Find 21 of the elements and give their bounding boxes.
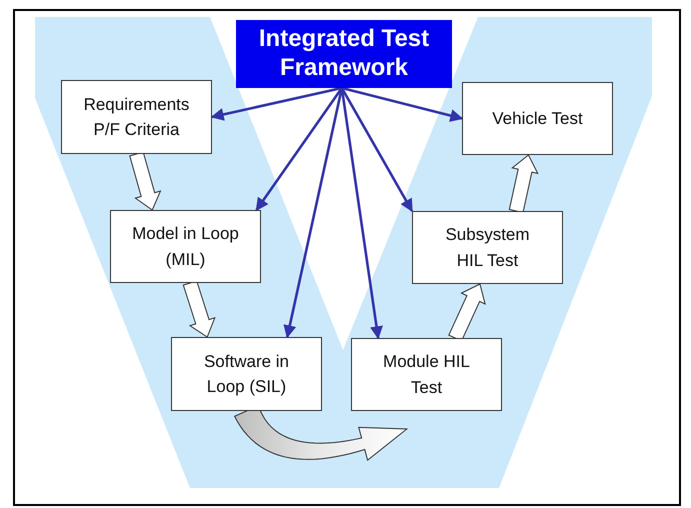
arrow xyxy=(255,87,343,212)
step-label: Subsystem HIL Test xyxy=(444,224,531,272)
process-box xyxy=(462,82,613,155)
step-label: Module HIL Test xyxy=(382,351,471,398)
step-label: Software in Loop (SIL) xyxy=(202,350,290,398)
block-arrow xyxy=(182,280,216,338)
process-box xyxy=(61,80,212,154)
arrow xyxy=(342,86,464,122)
arrow xyxy=(340,87,414,212)
arrow xyxy=(210,86,342,121)
step-label: Requirements P/F Criteria xyxy=(82,94,190,141)
process-box xyxy=(412,211,563,284)
step-label: Model in Loop (MIL) xyxy=(131,223,240,270)
block-arrow xyxy=(508,154,539,214)
title-text: Integrated Test Framework xyxy=(258,25,430,83)
title-box xyxy=(236,20,452,88)
process-box xyxy=(351,338,502,411)
block-arrow xyxy=(129,151,162,211)
process-box xyxy=(171,337,322,411)
step-label: Vehicle Test xyxy=(492,108,583,130)
process-box xyxy=(110,210,261,283)
